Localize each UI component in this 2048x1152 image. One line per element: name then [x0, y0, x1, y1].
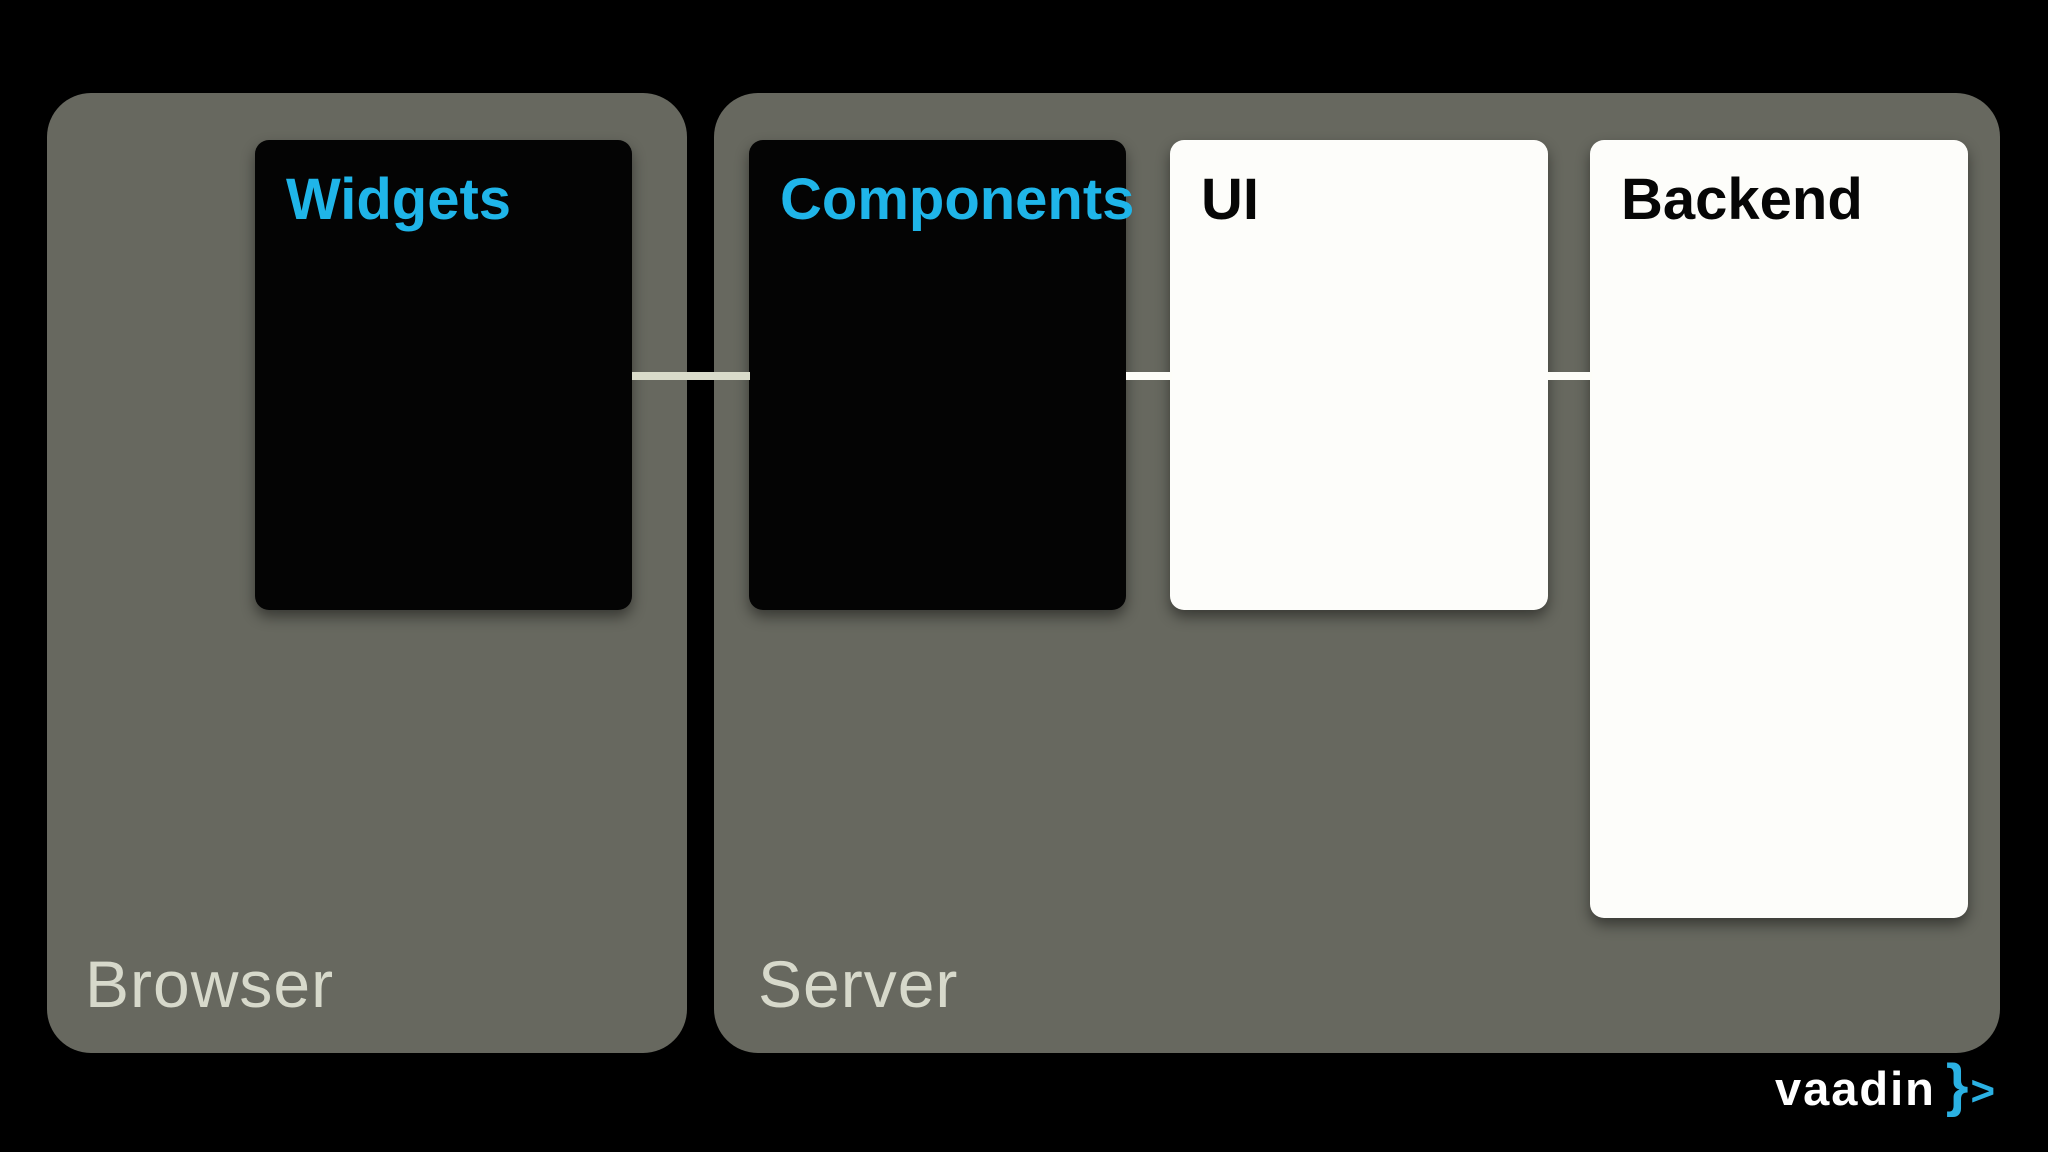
connector-ui-backend — [1548, 372, 1592, 380]
backend-box: Backend — [1590, 140, 1968, 918]
widgets-box: Widgets — [255, 140, 632, 610]
connector-widgets-components — [632, 372, 750, 380]
ui-label: UI — [1201, 167, 1259, 232]
server-label: Server — [758, 947, 959, 1022]
vaadin-logo-brace-icon: } — [1945, 1053, 1969, 1118]
components-label: Components — [780, 167, 1135, 232]
components-box: Components — [749, 140, 1135, 610]
vaadin-logo: vaadin } > — [1775, 1057, 1995, 1116]
ui-box: UI — [1170, 140, 1548, 610]
vaadin-logo-text: vaadin — [1774, 1062, 1936, 1115]
vaadin-logo-arrow-icon: > — [1970, 1067, 1995, 1114]
browser-label: Browser — [85, 947, 335, 1022]
backend-label: Backend — [1621, 167, 1863, 232]
widgets-label: Widgets — [286, 167, 512, 232]
connector-components-ui — [1126, 372, 1172, 380]
